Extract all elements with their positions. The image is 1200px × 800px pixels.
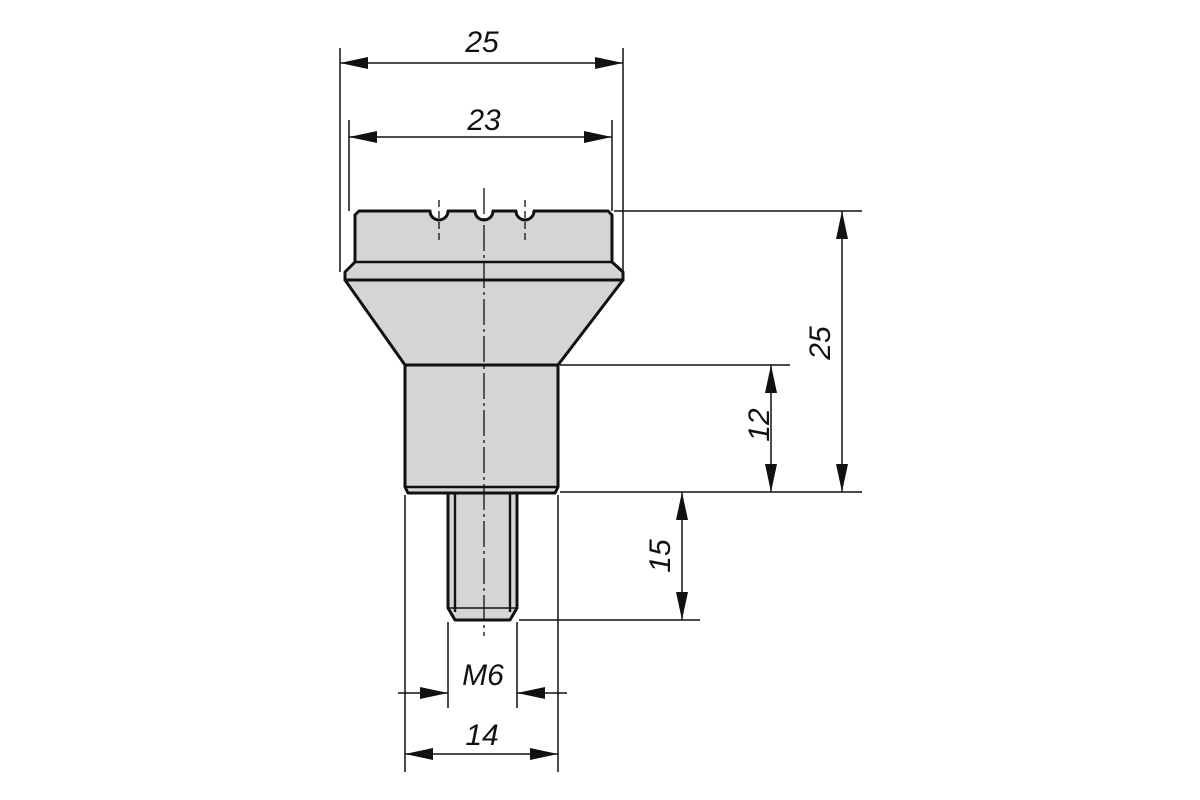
- cylindrical-collar: [403, 363, 560, 495]
- label-top-width: 23: [466, 104, 501, 137]
- dim-top-width: 23: [349, 104, 612, 143]
- dim-collar-diameter: 14: [405, 719, 558, 760]
- label-collar-height: 12: [743, 408, 776, 442]
- label-thread-size: M6: [462, 659, 504, 692]
- dim-thread-length: 15: [644, 492, 688, 620]
- dim-overall-width: 25: [340, 26, 623, 69]
- dim-thread-size: M6: [398, 659, 567, 699]
- label-overall-width: 25: [464, 26, 499, 59]
- dim-collar-height: 12: [743, 365, 777, 492]
- dim-overall-height: 25: [804, 211, 848, 492]
- label-thread-length: 15: [644, 539, 677, 573]
- label-overall-height: 25: [804, 326, 837, 361]
- part-body: [343, 200, 625, 622]
- label-collar-diameter: 14: [465, 719, 498, 752]
- threaded-pin: [446, 491, 519, 622]
